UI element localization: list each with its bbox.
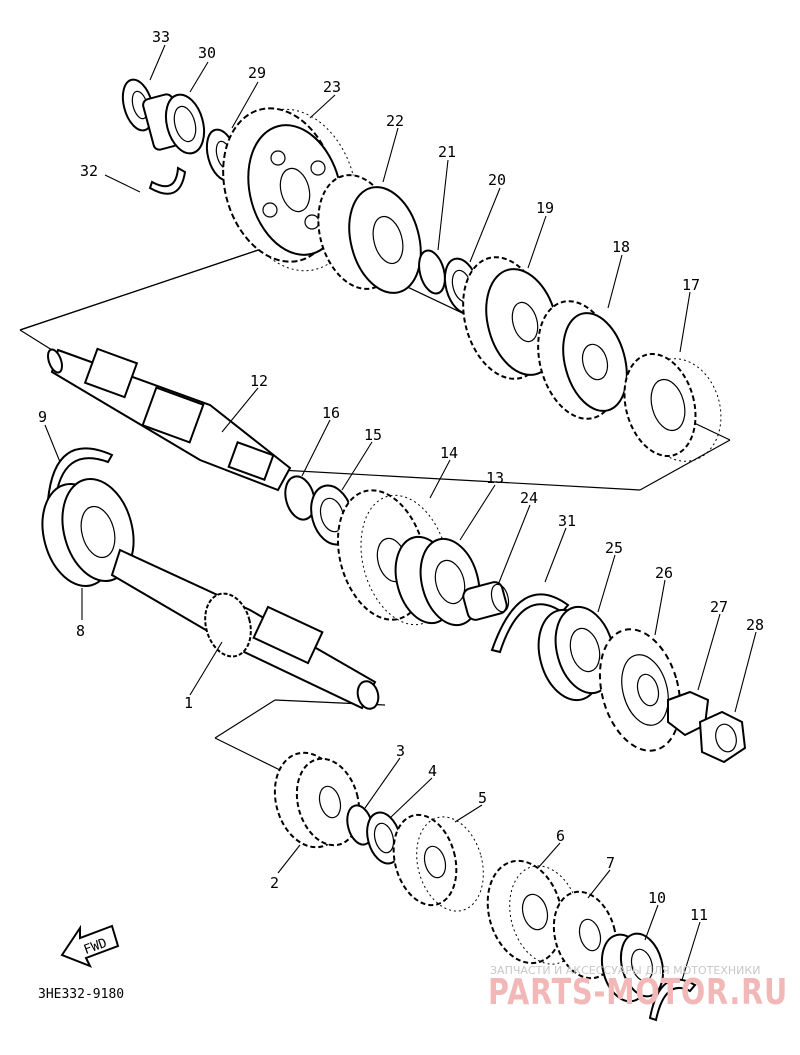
callout-29: 29	[248, 64, 266, 82]
watermark-big-text: PARTS-MOTOR.RU	[488, 972, 788, 1013]
callout-18: 18	[612, 238, 630, 256]
callout-20: 20	[488, 171, 506, 189]
part-7-gear	[552, 890, 618, 980]
part-24-collar	[462, 581, 510, 621]
lower-assembly-outline-b	[214, 699, 276, 739]
part-11-circlip	[648, 978, 697, 1022]
diagram-code: 3HE332-9180	[38, 987, 124, 1002]
part-17-gear	[623, 353, 722, 462]
part-10-bearing	[600, 932, 665, 1003]
part-30-bearing	[142, 93, 206, 155]
callout-25: 25	[605, 539, 623, 557]
callout-22: 22	[386, 112, 404, 130]
callout-19: 19	[536, 199, 554, 217]
part-31-circlip	[490, 593, 570, 654]
part-18-gear	[537, 300, 628, 420]
part-26-sprocket	[598, 628, 682, 752]
part-1-shaft	[110, 548, 380, 710]
callout-1: 1	[184, 694, 193, 712]
callout-16: 16	[322, 404, 340, 422]
callout-7: 7	[606, 854, 615, 872]
callout-5: 5	[478, 789, 487, 807]
part-32-circlip	[148, 166, 187, 195]
callout-2: 2	[270, 874, 279, 892]
part-12-shaft	[47, 347, 292, 492]
callout-15: 15	[364, 426, 382, 444]
part-25-oil-seal	[537, 605, 616, 702]
fwd-arrow-icon: FWD	[60, 924, 120, 968]
callout-3: 3	[396, 742, 405, 760]
part-22-gear	[317, 174, 422, 294]
callout-9: 9	[38, 408, 47, 426]
callout-27: 27	[710, 598, 728, 616]
callout-14: 14	[440, 444, 458, 462]
callout-31: 31	[558, 512, 576, 530]
callout-17: 17	[682, 276, 700, 294]
part-8-bearing	[41, 478, 135, 587]
leader-lines	[44, 44, 757, 981]
part-6-gear	[486, 859, 581, 965]
callout-21: 21	[438, 143, 456, 161]
callout-13: 13	[486, 469, 504, 487]
part-2-gear	[273, 751, 361, 849]
watermark-small-text: ЗАПЧАСТИ И АКСЕССУАРЫ ДЛЯ МОТОТЕХНИКИ	[490, 964, 760, 977]
upper-assembly-outline-bottom2	[279, 469, 641, 491]
callout-4: 4	[428, 762, 437, 780]
callout-12: 12	[250, 372, 268, 390]
upper-assembly-outline-top	[19, 235, 301, 331]
lower-assembly-outline-c	[214, 737, 291, 776]
part-9-circlip	[46, 447, 114, 504]
callout-26: 26	[655, 564, 673, 582]
callout-28: 28	[746, 616, 764, 634]
callout-10: 10	[648, 889, 666, 907]
upper-assembly-outline-bottom	[639, 439, 731, 491]
part-28-nut	[698, 710, 747, 764]
callout-6: 6	[556, 827, 565, 845]
part-21-circlip	[418, 249, 446, 295]
callout-33: 33	[152, 28, 170, 46]
callout-8: 8	[76, 622, 85, 640]
part-5-gear	[392, 813, 484, 912]
callout-24: 24	[520, 489, 538, 507]
callout-30: 30	[198, 44, 216, 62]
callout-11: 11	[690, 906, 708, 924]
callout-32: 32	[80, 162, 98, 180]
callout-numbers: 33 30 29 23 32 22 21 20 19 18 17 12 16 1…	[38, 28, 764, 924]
callout-23: 23	[323, 78, 341, 96]
